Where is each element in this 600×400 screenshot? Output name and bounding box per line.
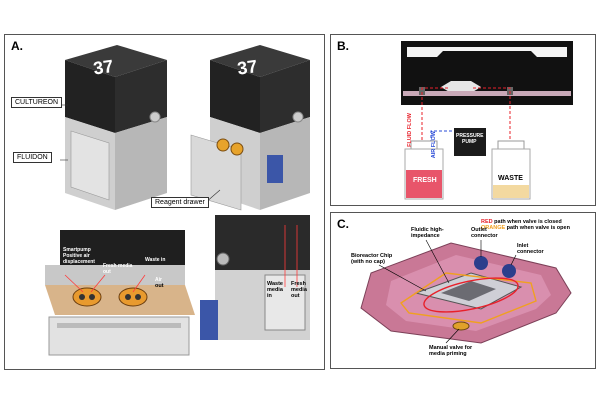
label-air-2: out	[155, 283, 164, 289]
outlet-connector	[474, 256, 488, 270]
fresh-reservoir	[406, 170, 442, 198]
panel-b: B. FLUID FLOW AIR FLOW PRESSURE PUMP FRE…	[330, 34, 596, 206]
legend-orange-key: ORANGE	[481, 225, 506, 231]
panel-c-illustration	[360, 239, 572, 344]
label-inlet-2: connector	[517, 249, 544, 255]
fluid-flow-label: FLUID FLOW	[407, 113, 413, 147]
panel-a: 37 37	[4, 34, 325, 370]
label-outlet: Outlet	[471, 227, 487, 233]
label-smartpump: Smartpump	[63, 247, 91, 253]
red-path	[423, 277, 519, 313]
callout-cultureon: CULTUREON	[11, 97, 63, 108]
label-positive-air: Positive air	[63, 253, 90, 259]
pressure-pump-label: PRESSURE	[456, 133, 484, 139]
pressure-pump-label-2: PUMP	[462, 139, 477, 145]
fluid-flow-out-path	[473, 87, 511, 155]
label-air: Air	[155, 277, 162, 283]
fresh-label: FRESH	[413, 177, 437, 184]
waste-reservoir	[493, 185, 529, 198]
label-waste-media-in: Waste	[267, 281, 283, 287]
callout-reagent-drawer: Reagent drawer	[151, 197, 209, 208]
label-waste-media-in-2: media	[267, 287, 283, 293]
callout-fluidon: FLUIDON	[13, 152, 52, 163]
manual-valve	[452, 321, 470, 331]
panel-a-illustration: 37 37	[45, 45, 310, 356]
drawer-closeup	[45, 230, 195, 356]
panel-a-label: A.	[11, 39, 23, 53]
legend-red-text: path when valve is closed	[494, 219, 562, 225]
label-chip: Bioreactor Chip	[351, 253, 393, 259]
panel-c: C. RED path when valve is closed ORANGE …	[330, 212, 596, 369]
label-fresh-media-out-side: Fresh	[291, 281, 306, 287]
label-fresh-media-out-side-3: out	[291, 293, 300, 299]
device-number-1: 37	[92, 56, 115, 79]
inlet-connector	[502, 264, 516, 278]
label-waste-in: Waste in	[145, 257, 166, 263]
legend-red-key: RED	[481, 219, 493, 225]
legend-red: RED path when valve is closed	[481, 219, 562, 225]
label-outlet-2: connector	[471, 233, 498, 239]
label-displacement: displacement	[63, 259, 95, 265]
label-inlet: Inlet	[517, 243, 529, 249]
label-fresh-media-out-side-2: media	[291, 287, 307, 293]
label-waste-media-in-3: in	[267, 293, 272, 299]
label-fluidic-2: impedance	[411, 233, 440, 239]
pressure-pump	[454, 128, 486, 156]
legend-orange-text: path when valve is open	[506, 225, 570, 231]
orange-path	[399, 272, 537, 324]
waste-label: WASTE	[498, 175, 523, 182]
chamber	[441, 81, 481, 93]
device-number-2: 37	[236, 56, 259, 79]
label-fluidic: Fluidic high-	[411, 227, 444, 233]
label-valve: Manual valve for	[429, 345, 473, 351]
legend-orange: ORANGE path when valve is open	[481, 225, 570, 231]
panel-b-schematic	[401, 41, 573, 200]
device-side	[200, 215, 310, 340]
label-fresh-media-out: Fresh media	[103, 263, 133, 269]
panel-c-label: C.	[337, 217, 349, 231]
label-fresh-media-out-2: out	[103, 269, 111, 275]
label-valve-2: media priming	[429, 351, 467, 357]
device-open	[190, 45, 310, 211]
label-chip-2: (with no cap)	[351, 259, 385, 265]
device-closed	[65, 45, 167, 210]
air-flow-label: AIR FLOW	[431, 131, 437, 159]
fluid-flow-in-path	[421, 87, 449, 155]
panel-b-label: B.	[337, 39, 349, 53]
